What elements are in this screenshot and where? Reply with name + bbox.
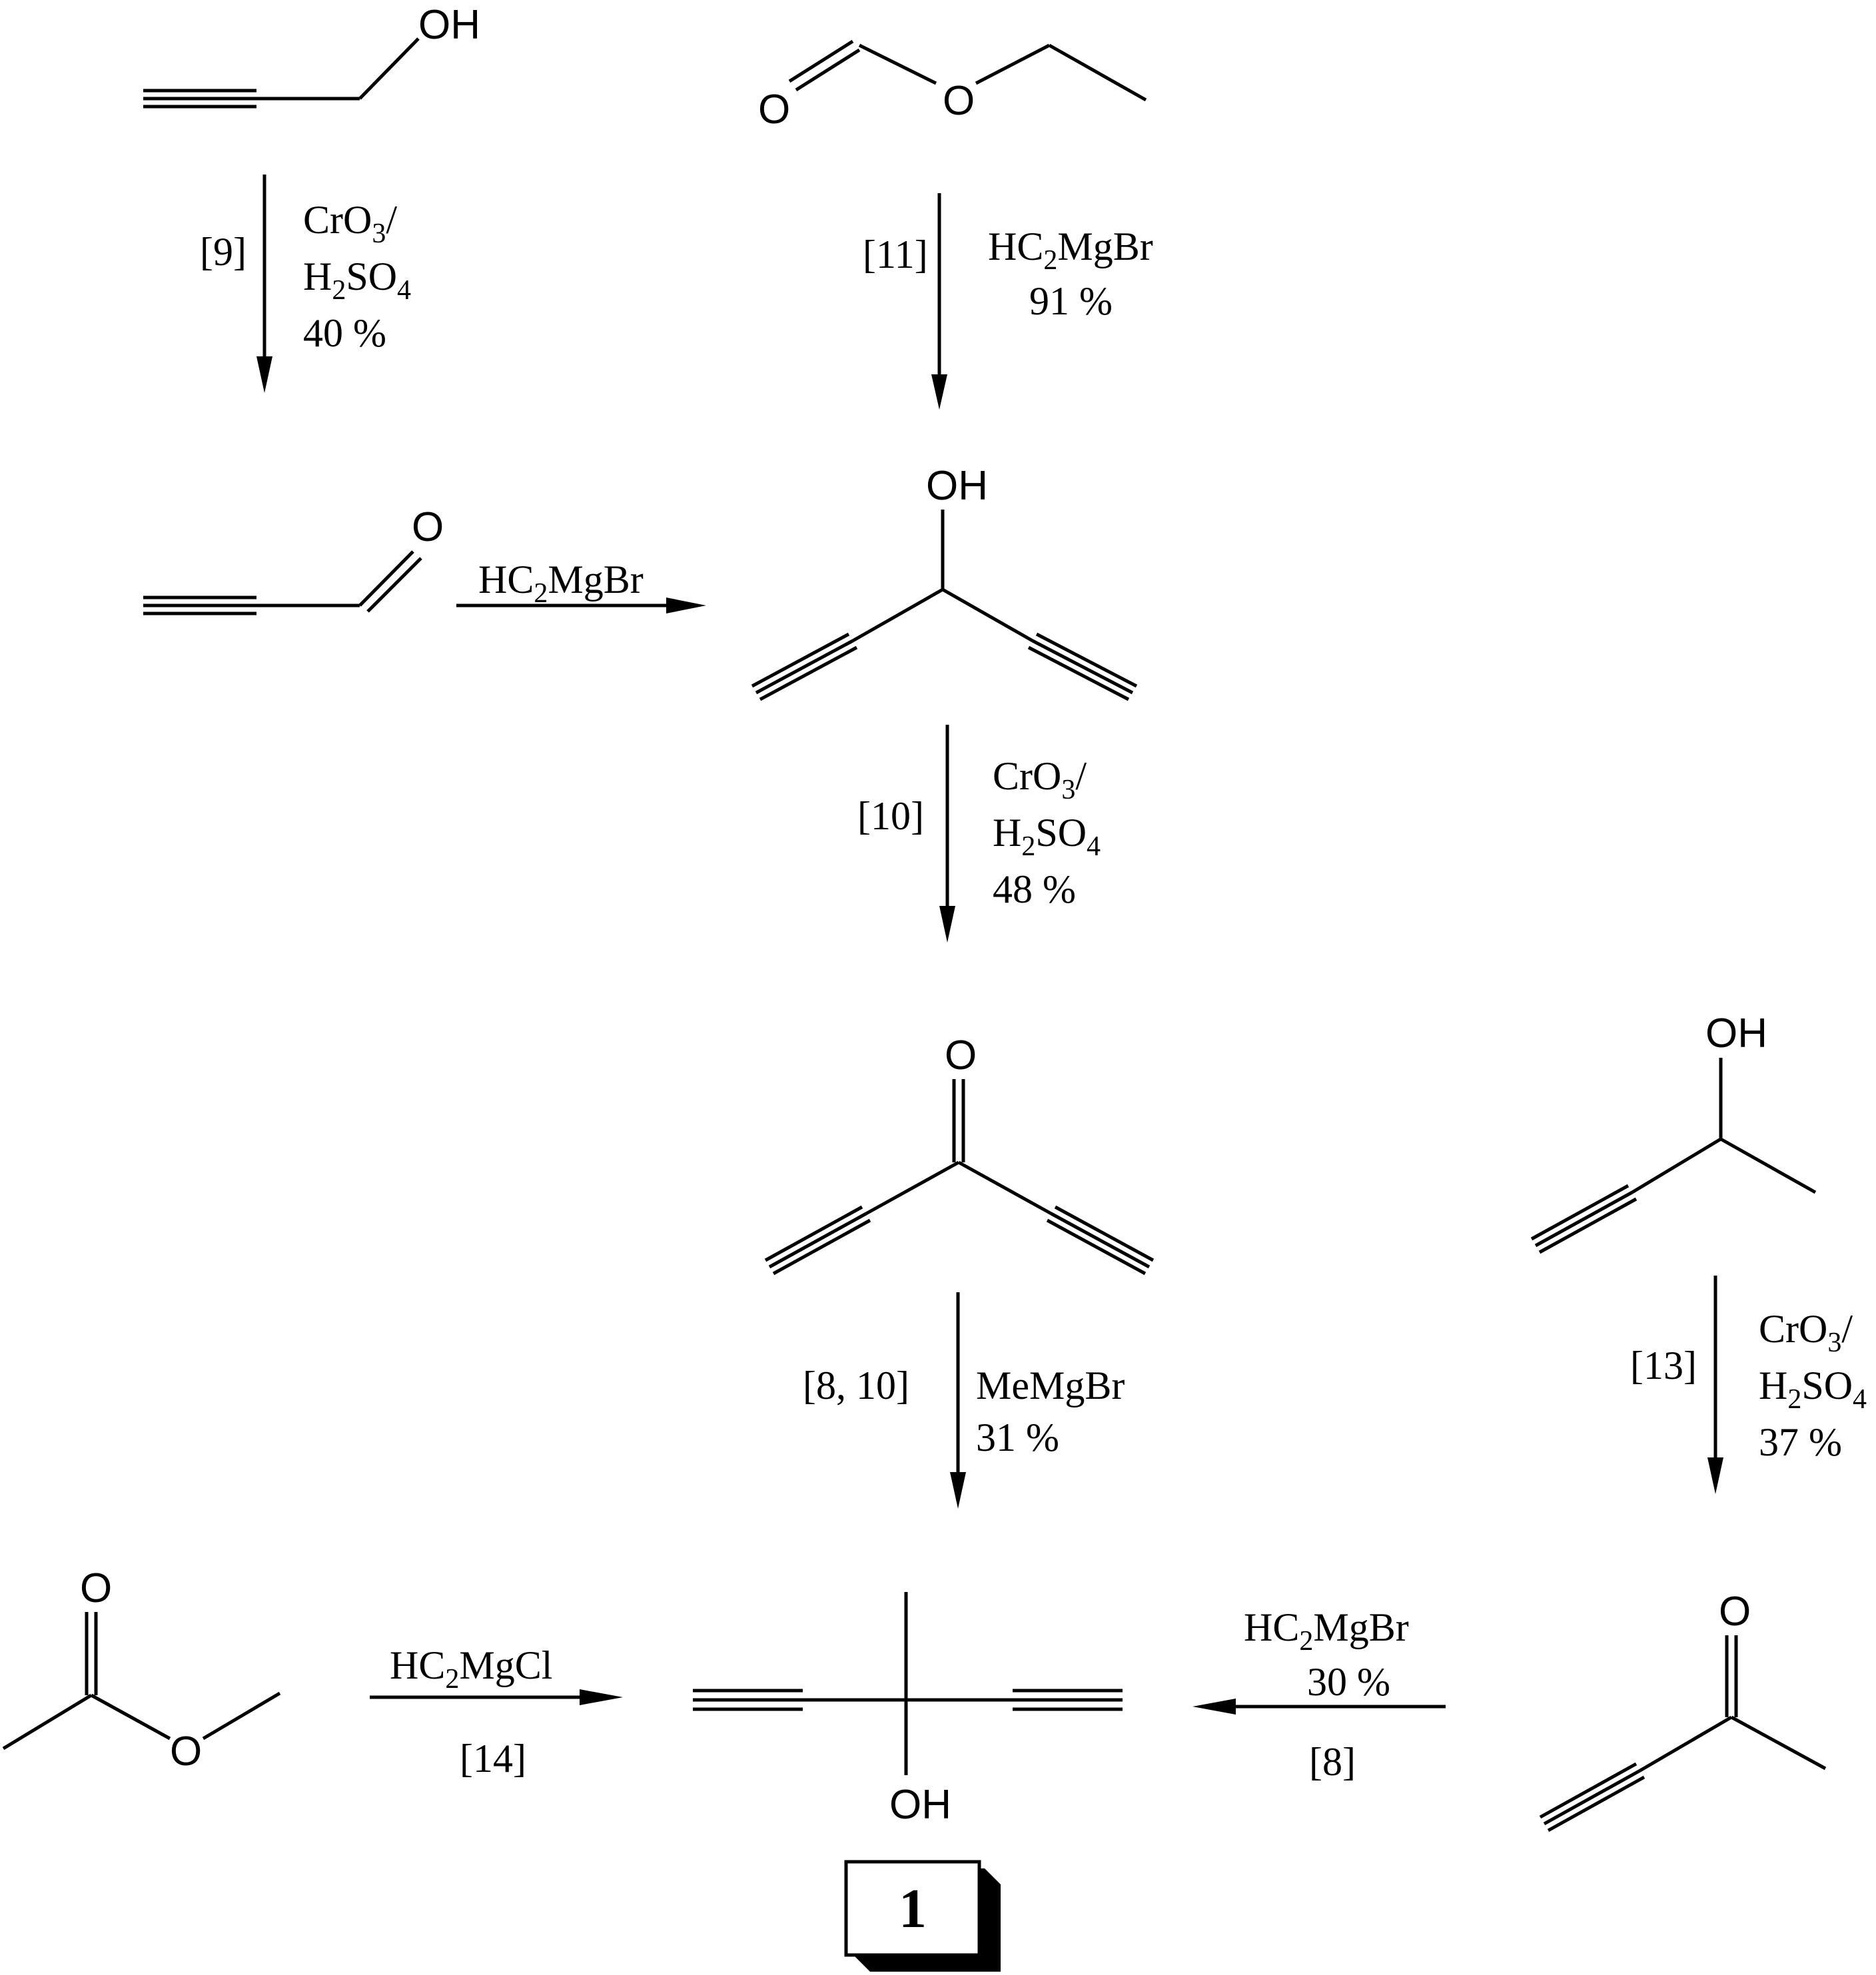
ethyl-formate: O O: [758, 39, 1147, 133]
reaction-arrow-step14: [370, 1689, 623, 1705]
reaction-arrow-aldehyde: [456, 597, 706, 613]
reagent-cro3: CrO3/: [993, 754, 1087, 805]
aldehyde-oxygen-label: O: [412, 504, 444, 550]
yield-30: 30 %: [1307, 1660, 1390, 1704]
pentadiynone: O: [764, 1032, 1155, 1276]
reference-14: [14]: [460, 1737, 526, 1780]
ketone-oxygen-label: O: [945, 1032, 977, 1078]
butynol: OH: [1530, 1010, 1817, 1254]
hydroxyl-label: OH: [889, 1782, 951, 1828]
reagent-h2so4: H2SO4: [303, 254, 411, 306]
reagent-cro3: CrO3/: [1759, 1307, 1853, 1358]
reagent-cro3: CrO3/: [303, 198, 397, 249]
reagent-h2so4: H2SO4: [1759, 1364, 1867, 1415]
ester-oxygen-label: O: [943, 78, 975, 124]
ketone-oxygen-label: O: [1719, 1589, 1751, 1635]
reference-13: [13]: [1630, 1344, 1697, 1387]
pentadiynol: OH: [751, 463, 1138, 701]
hydroxyl-label: OH: [418, 2, 480, 48]
reaction-arrow-step10: [939, 725, 955, 943]
reagent-hc2mgbr-bottom: HC2MgBr: [1244, 1605, 1409, 1657]
compound-label-box: 1: [844, 1860, 1001, 1972]
reference-10: [10]: [857, 794, 924, 838]
reagent-h2so4: H2SO4: [993, 811, 1101, 862]
reagent-hc2mgbr-top: HC2MgBr: [988, 224, 1153, 276]
compound-number: 1: [899, 1878, 927, 1940]
reference-8: [8]: [1309, 1740, 1356, 1784]
reference-8-10: [8, 10]: [803, 1364, 909, 1407]
methyl-acetate: O O: [2, 1565, 281, 1775]
reaction-arrow-step8-10: [950, 1292, 966, 1509]
hydroxyl-label: OH: [1705, 1010, 1767, 1056]
reaction-arrow-step13: [1707, 1276, 1723, 1494]
yield-31: 31 %: [976, 1415, 1059, 1459]
yield-91: 91 %: [1029, 279, 1113, 323]
yield-48: 48 %: [993, 867, 1076, 911]
propargyl-alcohol: OH: [143, 2, 480, 109]
reaction-arrow-step9: [256, 175, 272, 393]
propynal: O: [143, 504, 444, 615]
reagent-hc2mgcl: HC2MgCl: [390, 1643, 552, 1695]
reagent-hc2mgbr-middle: HC2MgBr: [478, 558, 644, 609]
yield-40: 40 %: [303, 311, 386, 355]
ester-oxygen-label: O: [170, 1729, 202, 1775]
reference-9: [9]: [200, 230, 246, 274]
reference-11: [11]: [863, 232, 928, 276]
reaction-arrow-step8: [1192, 1699, 1446, 1715]
reaction-arrow-step11: [931, 193, 947, 410]
hydroxyl-label: OH: [926, 463, 988, 509]
yield-37: 37 %: [1759, 1420, 1842, 1464]
carbonyl-oxygen-label: O: [758, 87, 790, 133]
product-1: OH: [693, 1592, 1123, 1828]
carbonyl-oxygen-label: O: [80, 1565, 112, 1611]
butynone: O: [1539, 1589, 1827, 1832]
reagent-memgbr: MeMgBr: [976, 1364, 1125, 1407]
